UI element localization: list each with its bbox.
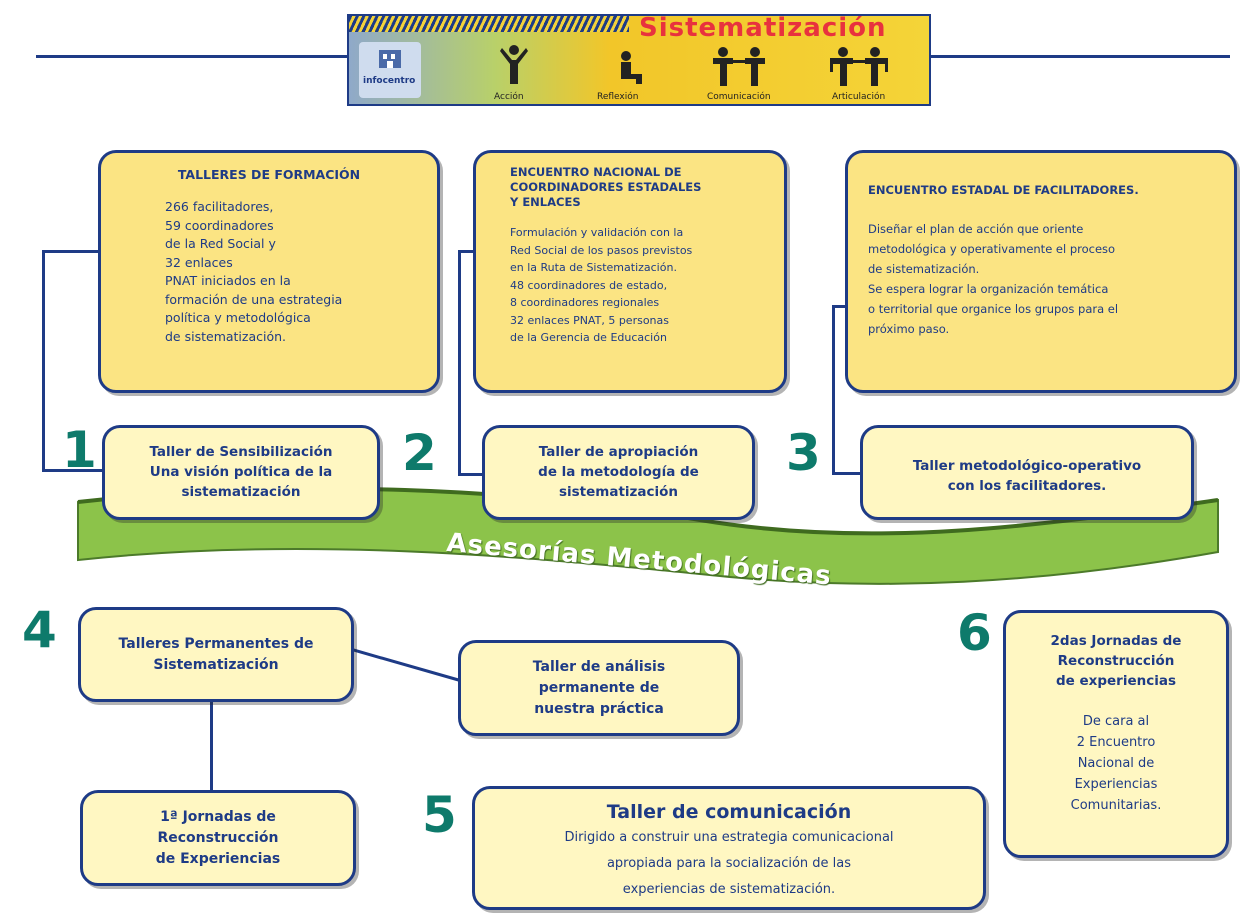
communication-figures-icon (713, 47, 765, 86)
header-banner: Sistematización infocentro Acción Reflex… (347, 14, 931, 106)
step-sub-line: Comunitarias. (1070, 798, 1162, 813)
info-line: Red Social de los pasos previstos (510, 243, 693, 257)
step-title: Taller de comunicación (606, 801, 852, 823)
step-line: sistematización (558, 484, 679, 500)
connector-2 (458, 473, 484, 476)
connector-3 (832, 305, 835, 475)
header-label-articulation: Articulación (832, 92, 886, 102)
info-line: de la Red Social y (165, 236, 276, 251)
connector-3 (832, 305, 848, 308)
connector-1 (42, 250, 102, 253)
reflection-figure-icon (621, 51, 642, 84)
sub-box-jornadas-1: 1ª Jornadas de Reconstrucción de Experie… (80, 790, 356, 886)
infocentro-logo: infocentro (359, 42, 421, 98)
header-rule-right (930, 55, 1230, 58)
sub-line: nuestra práctica (534, 701, 664, 717)
step-line: Reconstrucción (1057, 653, 1175, 669)
step-box-2: Taller de apropiación de la metodología … (482, 425, 755, 520)
step-box-1: Taller de Sensibilización Una visión pol… (102, 425, 380, 520)
step-sub-line: 2 Encuentro (1076, 735, 1156, 750)
info-line: 32 enlaces PNAT, 5 personas (510, 313, 669, 327)
info-box-encuentro-nacional: ENCUENTRO NACIONAL DE COORDINADORES ESTA… (473, 150, 787, 393)
connector-4a (350, 647, 463, 683)
step-number-4: 4 (22, 601, 57, 659)
info-line: 266 facilitadores, (165, 199, 274, 214)
step-number-1: 1 (62, 421, 97, 479)
info-line: PNAT iniciados en la (165, 273, 291, 288)
step-line: Dirigido a construir una estrategia comu… (564, 830, 894, 845)
info-line: próximo paso. (868, 322, 950, 336)
sub-line: de Experiencias (155, 851, 281, 867)
info-title-line: Y ENLACES (510, 195, 581, 209)
info-box-title: ENCUENTRO ESTADAL DE FACILITADORES. (868, 183, 1139, 197)
info-line: 32 enlaces (165, 254, 233, 270)
info-title-line: COORDINADORES ESTADALES (510, 180, 702, 194)
step-number-6: 6 (957, 604, 992, 662)
connector-1 (42, 469, 104, 472)
info-line: 8 coordinadores regionales (510, 296, 660, 309)
step-box-5: Taller de comunicación Dirigido a constr… (472, 786, 986, 910)
step-number-5: 5 (422, 786, 457, 844)
info-box-encuentro-estadal: ENCUENTRO ESTADAL DE FACILITADORES. Dise… (845, 150, 1237, 393)
step-sub-line: Nacional de (1077, 756, 1155, 771)
info-line: Formulación y validación con la (510, 226, 684, 239)
header-stripes (349, 16, 629, 32)
info-line: Se espera lograr la organización temátic… (868, 282, 1109, 296)
step-line: apropiada para la socialización de las (606, 856, 852, 871)
sub-line: permanente de (538, 680, 660, 696)
info-line: de sistematización. (165, 328, 287, 344)
info-line: de la Gerencia de Educación (510, 331, 667, 344)
header-title: Sistematización (639, 14, 887, 43)
sub-line: 1ª Jornadas de (160, 809, 276, 825)
step-line: sistematización (181, 484, 301, 500)
step-box-4: Talleres Permanentes de Sistematización (78, 607, 354, 702)
info-line: Diseñar el plan de acción que oriente (868, 222, 1084, 236)
step-line: Taller de apropiación (538, 444, 699, 460)
info-line: 59 coordinadores (165, 217, 274, 233)
step-line: Sistematización (153, 657, 279, 673)
connector-4b (210, 702, 213, 792)
header-label-reflection: Reflexión (597, 92, 639, 102)
step-line: de experiencias (1055, 673, 1177, 689)
step-sub-line: Experiencias (1074, 777, 1158, 792)
info-line: en la Ruta de Sistematización. (510, 261, 677, 274)
step-number-3: 3 (786, 424, 821, 482)
sub-line: Reconstrucción (157, 830, 279, 846)
logo-text: infocentro (363, 76, 416, 86)
info-box-talleres-formacion: TALLERES DE FORMACIÓN 266 facilitadores,… (98, 150, 440, 393)
info-box-title: ENCUENTRO NACIONAL DE COORDINADORES ESTA… (510, 165, 770, 210)
step-line: 2das Jornadas de (1050, 633, 1182, 649)
sub-line: Taller de análisis (532, 659, 666, 675)
step-line: con los facilitadores. (947, 478, 1107, 494)
info-line: formación de una estrategia (165, 291, 343, 307)
step-line: Taller de Sensibilización (149, 444, 333, 460)
connector-3 (832, 472, 862, 475)
info-line: metodológica y operativamente el proceso (868, 242, 1116, 256)
header-label-action: Acción (494, 92, 524, 102)
step-line: Talleres Permanentes de (118, 636, 314, 652)
step-number-2: 2 (402, 424, 437, 482)
info-title-line: ENCUENTRO NACIONAL DE (510, 165, 682, 179)
connector-2 (458, 250, 461, 476)
connector-1 (42, 250, 45, 472)
step-line: experiencias de sistematización. (622, 882, 836, 897)
sub-box-analisis: Taller de análisis permanente de nuestra… (458, 640, 740, 736)
step-sub-line: De cara al (1082, 714, 1150, 729)
info-line: o territorial que organice los grupos pa… (868, 302, 1119, 316)
connector-2 (458, 250, 476, 253)
action-figure-icon (500, 45, 528, 84)
articulation-figures-icon (830, 47, 888, 86)
building-icon (379, 50, 401, 68)
step-box-3: Taller metodológico-operativo con los fa… (860, 425, 1194, 520)
info-line: 48 coordinadores de estado, (510, 278, 668, 292)
header-label-communication: Comunicación (707, 92, 771, 102)
info-line: de sistematización. (868, 262, 980, 276)
step-line: de la metodología de (538, 464, 699, 480)
header-rule-left (36, 55, 348, 58)
info-box-title: TALLERES DE FORMACIÓN (177, 167, 361, 182)
step-box-6: 2das Jornadas de Reconstrucción de exper… (1003, 610, 1229, 858)
info-line: política y metodológica (165, 310, 311, 325)
step-line: Taller metodológico-operativo (912, 458, 1142, 474)
step-line: Una visión política de la (149, 464, 333, 480)
